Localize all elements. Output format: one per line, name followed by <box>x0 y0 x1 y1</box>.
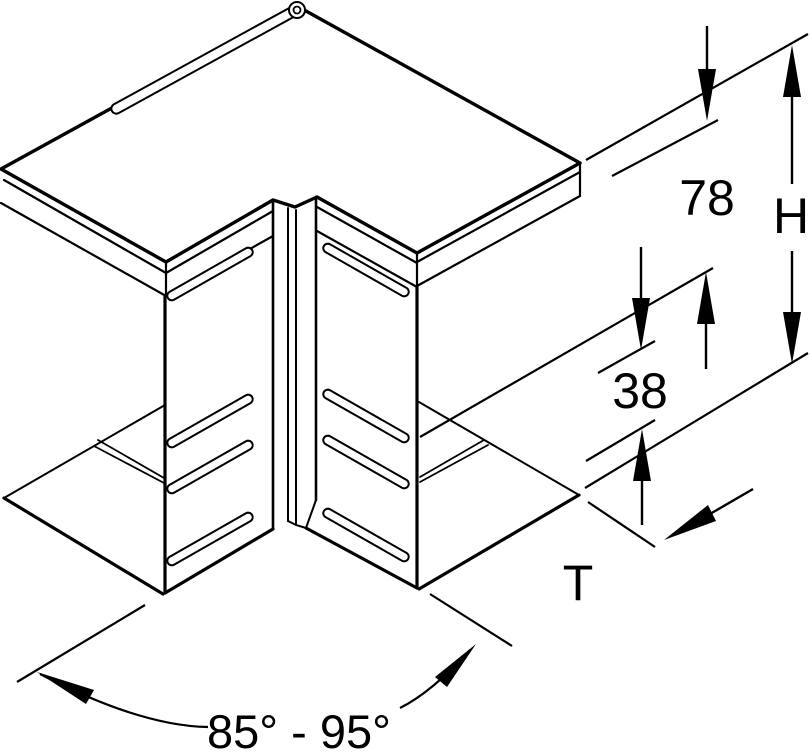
right-wall-slots <box>322 242 410 563</box>
left-wall-bottom-edge <box>163 527 275 595</box>
corner-strip-bottom <box>287 499 317 529</box>
lid-left-end-face <box>0 178 168 298</box>
dim-78-upper-arrowhead <box>698 69 716 121</box>
dimension-78: 78 <box>585 26 809 369</box>
extension-stub-38-top <box>597 340 656 374</box>
angle-extension-left <box>16 604 146 683</box>
left-wall <box>163 246 275 595</box>
dim-H-label: H <box>773 188 809 244</box>
right-floor-bend-lines <box>419 439 489 483</box>
angle-right-arrowhead <box>435 644 476 687</box>
extension-line-lid-bottom <box>611 119 719 177</box>
dim-T-arrowhead <box>664 505 716 540</box>
extension-stub-38-bottom <box>585 419 656 462</box>
angle-left-arrowhead <box>37 672 94 704</box>
dim-38-label: 38 <box>612 363 668 419</box>
dimension-38: 38 <box>419 247 714 525</box>
angle-extension-right <box>429 593 513 647</box>
dim-T-arrow-shaft <box>709 487 754 516</box>
extension-line-floor-front <box>587 501 656 548</box>
dim-H-lower-arrowhead <box>783 312 801 364</box>
lid-top-surface <box>0 4 582 264</box>
screw-center-icon <box>292 5 302 15</box>
dim-38-lower-arrowhead <box>633 429 651 481</box>
dim-78-label: 78 <box>679 170 735 226</box>
dim-T-label: T <box>563 555 594 611</box>
extension-line-lid-top <box>585 33 809 161</box>
corner-strip <box>271 195 318 531</box>
left-floor-bend-lines <box>93 439 165 484</box>
left-wall-slots <box>166 246 254 567</box>
right-wall <box>304 242 419 590</box>
lid <box>0 1 582 298</box>
dim-H-upper-arrowhead <box>783 45 801 97</box>
angle-dimension: 85° - 95° <box>16 593 513 752</box>
extension-line-mid <box>419 267 714 438</box>
extension-line-bottom <box>584 352 809 489</box>
dimension-T: T <box>563 487 754 611</box>
lid-right-lip <box>315 205 419 289</box>
dim-78-lower-arrowhead <box>697 272 715 324</box>
lid-right-end-face <box>415 161 582 288</box>
right-wall-bottom-edge <box>304 526 419 590</box>
left-floor-flange <box>2 404 166 596</box>
dimension-H: H <box>584 45 809 489</box>
angle-range-label: 85° - 95° <box>207 705 391 752</box>
dim-38-upper-arrowhead <box>632 298 650 350</box>
right-floor-flange <box>417 401 581 591</box>
